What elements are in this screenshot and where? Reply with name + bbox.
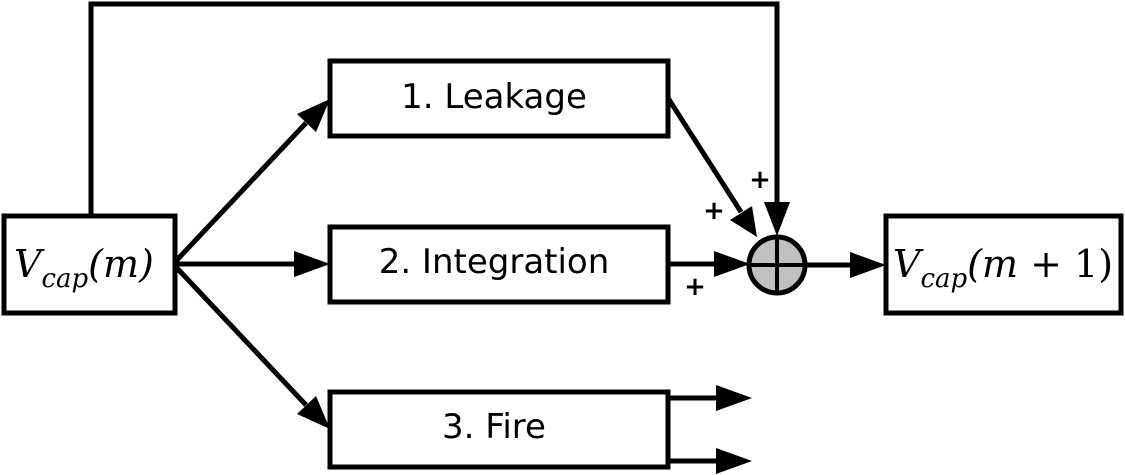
- input-node-label: Vcap(m): [14, 242, 154, 294]
- input-to-integration-arrowhead: [294, 251, 330, 277]
- input-to-leakage-connector: [173, 121, 308, 264]
- integration-to-sum-arrowhead: [714, 251, 750, 277]
- fire-stage-box: [327, 389, 671, 470]
- leakage-stage-box: [327, 58, 671, 139]
- output-node-symbol: V: [893, 242, 924, 286]
- summing-junction: [746, 234, 808, 296]
- fire-output-top-arrowhead: [716, 385, 752, 411]
- output-node-box: [883, 213, 1124, 316]
- sum-to-output-arrowhead: [850, 252, 886, 278]
- fire-output-bottom-arrowhead: [716, 448, 752, 474]
- feedback-sign-label: +: [749, 165, 771, 195]
- input-node: Vcap(m): [1, 213, 178, 316]
- leakage-sign-label: +: [703, 196, 725, 226]
- output-node-plus: +: [1018, 242, 1074, 286]
- fire-stage-label: 3. Fire: [442, 407, 546, 447]
- input-node-symbol: V: [14, 242, 45, 286]
- input-node-subscript: cap: [41, 264, 88, 294]
- leakage-stage-label: 1. Leakage: [401, 77, 587, 117]
- integration-stage: 2. Integration: [327, 224, 671, 305]
- output-node-argument-close: 1): [1074, 242, 1113, 286]
- leakage-to-sum-connector: [665, 96, 744, 214]
- input-to-fire-connector: [173, 264, 308, 407]
- output-node-label: Vcap(m + 1): [893, 242, 1113, 294]
- input-node-argument: (m): [88, 242, 154, 286]
- integration-sign-label: +: [684, 272, 706, 302]
- leakage-to-sum-arrowhead: [730, 206, 757, 237]
- output-node-argument-open: (m: [967, 242, 1018, 286]
- feedback-arrowhead: [764, 202, 790, 236]
- output-node-subscript: cap: [920, 264, 967, 294]
- fire-stage: 3. Fire: [327, 389, 671, 470]
- integration-stage-box: [327, 224, 671, 305]
- input-node-box: [1, 213, 178, 316]
- feedback-connector: [88, 1, 780, 216]
- integration-stage-label: 2. Integration: [379, 242, 610, 282]
- input-to-leakage-arrowhead: [297, 99, 330, 132]
- output-node: Vcap(m + 1): [883, 213, 1124, 316]
- input-to-fire-arrowhead: [297, 396, 330, 429]
- leakage-stage: 1. Leakage: [327, 58, 671, 139]
